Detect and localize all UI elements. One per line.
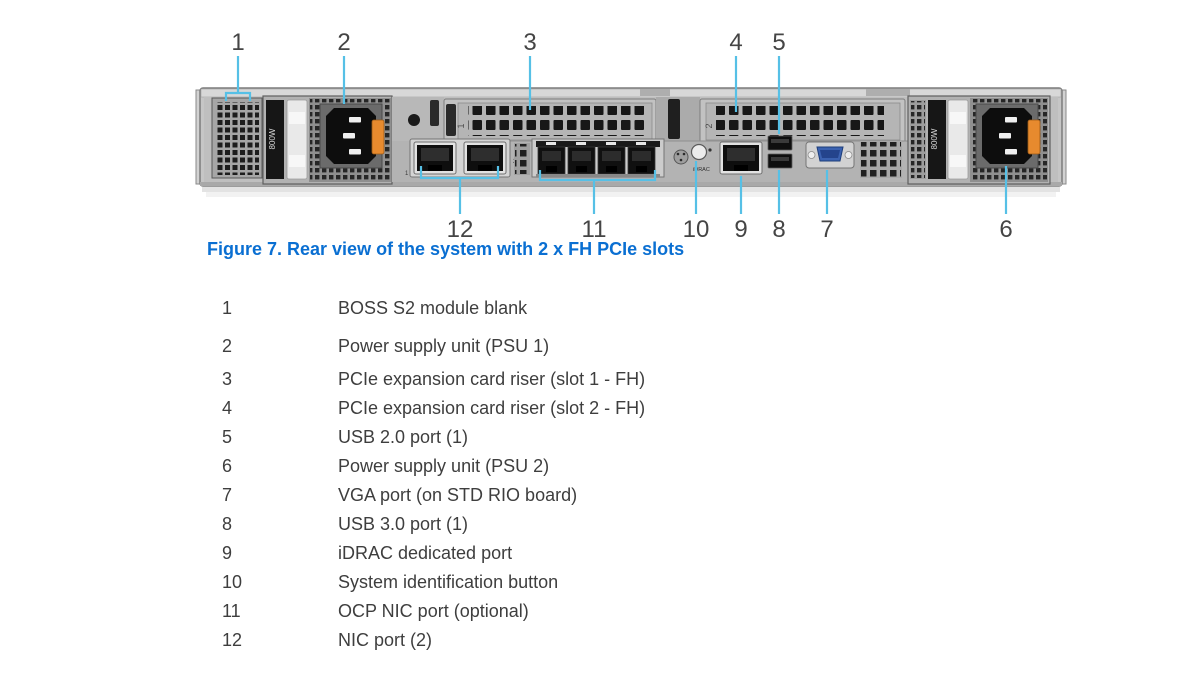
callout-number-7: 7 bbox=[820, 216, 833, 243]
riser1-vents bbox=[468, 106, 644, 136]
legend-item-label: USB 2.0 port (1) bbox=[338, 427, 469, 447]
idrac-label: iDRAC bbox=[693, 167, 710, 173]
psu1-wattage-label-strip bbox=[266, 100, 284, 179]
legend-row: 10 System identification button bbox=[222, 571, 842, 593]
legend-item-number: 1 bbox=[222, 298, 233, 318]
legend-item-label: PCIe expansion card riser (slot 1 - FH) bbox=[338, 369, 646, 389]
nic1-label: 1 bbox=[405, 171, 409, 177]
figure-caption: Figure 7. Rear view of the system with 2… bbox=[207, 239, 685, 259]
callout-number-9: 9 bbox=[734, 216, 747, 243]
legend-item-label: OCP NIC port (optional) bbox=[338, 601, 529, 621]
legend-item-label: USB 3.0 port (1) bbox=[338, 514, 469, 534]
legend-row: 7 VGA port (on STD RIO board) bbox=[222, 484, 842, 506]
psu2-wattage-label: 800W bbox=[930, 128, 939, 149]
pcie-riser1: 1 bbox=[443, 98, 657, 144]
ocp-nic-ports bbox=[531, 138, 665, 178]
legend-item-number: 7 bbox=[222, 485, 233, 505]
legend-row: 3 PCIe expansion card riser (slot 1 - FH… bbox=[222, 368, 842, 390]
legend-item-number: 3 bbox=[222, 369, 233, 389]
riser2-vents bbox=[716, 106, 884, 136]
legend-item-label: Power supply unit (PSU 2) bbox=[338, 456, 550, 476]
system-id-button bbox=[690, 143, 712, 161]
legend-row: 8 USB 3.0 port (1) bbox=[222, 513, 842, 535]
callout-number-2: 2 bbox=[337, 29, 350, 56]
legend-item-label: NIC port (2) bbox=[338, 630, 433, 650]
psu1-power-inlet bbox=[319, 103, 385, 169]
legend-row: 6 Power supply unit (PSU 2) bbox=[222, 455, 842, 477]
legend-row: 4 PCIe expansion card riser (slot 2 - FH… bbox=[222, 397, 842, 419]
chassis-shadow bbox=[202, 187, 1060, 192]
callout-number-5: 5 bbox=[772, 29, 785, 56]
legend-item-number: 5 bbox=[222, 427, 233, 447]
riser1-latch bbox=[446, 104, 456, 136]
psu2-power-inlet bbox=[975, 103, 1041, 169]
psu2: 800W bbox=[907, 95, 1051, 185]
psu1: 800W bbox=[262, 95, 393, 185]
legend-item-number: 2 bbox=[222, 336, 233, 356]
nic-port-2 bbox=[463, 141, 507, 175]
psu2-handle bbox=[947, 99, 969, 180]
legend-row: 5 USB 2.0 port (1) bbox=[222, 426, 842, 448]
callout-bracket-1 bbox=[224, 91, 252, 101]
legend-row: 2 Power supply unit (PSU 1) bbox=[222, 335, 842, 357]
riser1-label: 1 bbox=[456, 123, 466, 128]
psu1-handle bbox=[286, 99, 308, 180]
callout-bracket-11 bbox=[538, 170, 657, 182]
usb-ports bbox=[767, 135, 793, 169]
callout-number-4: 4 bbox=[729, 29, 742, 56]
legend-list: 1 BOSS S2 module blank 2 Power supply un… bbox=[222, 297, 842, 658]
psu1-wattage-label: 800W bbox=[268, 128, 277, 149]
callout-number-6: 6 bbox=[999, 216, 1012, 243]
boss-s2-module-blank bbox=[211, 97, 263, 179]
legend-item-label: BOSS S2 module blank bbox=[338, 298, 528, 318]
callout-number-8: 8 bbox=[772, 216, 785, 243]
legend-row: 12 NIC port (2) bbox=[222, 629, 842, 651]
service-medallion bbox=[673, 149, 689, 165]
server-rear-figure: 800W 1 2 bbox=[195, 29, 1067, 243]
ocp-port-3 bbox=[597, 146, 626, 175]
vga-port bbox=[805, 141, 855, 169]
callout-number-1: 1 bbox=[231, 29, 244, 56]
legend-item-label: iDRAC dedicated port bbox=[338, 543, 513, 563]
legend-row: 1 BOSS S2 module blank bbox=[222, 297, 842, 319]
ocp-port-1 bbox=[537, 146, 566, 175]
legend-item-number: 12 bbox=[222, 630, 243, 650]
legend-item-number: 11 bbox=[222, 601, 241, 621]
legend-row: 11 OCP NIC port (optional) bbox=[222, 600, 842, 622]
legend-row: 9 iDRAC dedicated port bbox=[222, 542, 842, 564]
chassis-shadow-soft bbox=[206, 192, 1056, 197]
legend-item-number: 9 bbox=[222, 543, 233, 563]
legend-item-number: 10 bbox=[222, 572, 243, 592]
callout-number-11: 11 bbox=[582, 216, 607, 243]
ocp-port-4 bbox=[627, 146, 656, 175]
legend-item-number: 6 bbox=[222, 456, 233, 476]
pcie-riser2: 2 bbox=[699, 98, 906, 144]
callout-number-12: 12 bbox=[447, 216, 474, 243]
legend-item-label: VGA port (on STD RIO board) bbox=[338, 485, 578, 505]
riser2-label: 2 bbox=[704, 123, 714, 128]
legend-item-label: System identification button bbox=[338, 572, 559, 592]
legend-item-label: Power supply unit (PSU 1) bbox=[338, 336, 550, 356]
psu2-wattage-label-strip bbox=[928, 100, 946, 179]
callout-number-3: 3 bbox=[523, 29, 536, 56]
legend-item-number: 4 bbox=[222, 398, 233, 418]
ocp-port-2 bbox=[567, 146, 596, 175]
callout-number-10: 10 bbox=[683, 216, 710, 243]
idrac-port bbox=[719, 141, 763, 175]
legend-item-number: 8 bbox=[222, 514, 233, 534]
legend-item-label: PCIe expansion card riser (slot 2 - FH) bbox=[338, 398, 646, 418]
